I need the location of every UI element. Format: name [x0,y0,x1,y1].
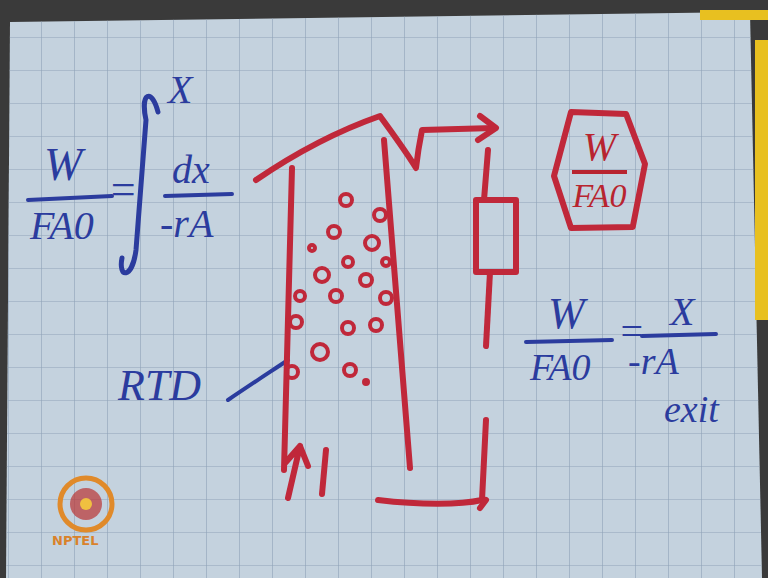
fraction-numerator: W [44,142,82,188]
node-text: FA0 [572,178,627,214]
fraction-numerator: X [670,292,694,332]
fraction-denominator: FA0 [30,206,94,246]
node-text: W [572,126,627,174]
catalyst-pellets [286,194,392,384]
tape [755,40,768,320]
fraction-bar [526,340,612,342]
packed-bed-reactor [256,116,516,508]
fraction-numerator: W [548,292,585,336]
fraction-bar [642,334,716,336]
fraction-denominator: FA0 [530,348,591,386]
upper-limit: X [168,70,192,110]
tape [700,10,768,20]
highlight-outline: W FA0 [552,110,647,230]
leader-line [228,360,288,400]
fraction-bar [28,196,112,200]
equals-sign: = [108,168,138,212]
nptel-logo [60,478,112,530]
grid-lines [6,12,762,578]
subscript-note: exit [664,390,719,428]
grid-paper [6,12,762,578]
fraction-numerator: dx [172,150,210,190]
annotation: RTD [118,364,201,408]
logo-text: NPTEL [52,534,98,547]
fraction-denominator: -rA [628,342,679,380]
fraction-denominator: -rA [160,204,213,244]
fraction-bar [165,194,232,196]
